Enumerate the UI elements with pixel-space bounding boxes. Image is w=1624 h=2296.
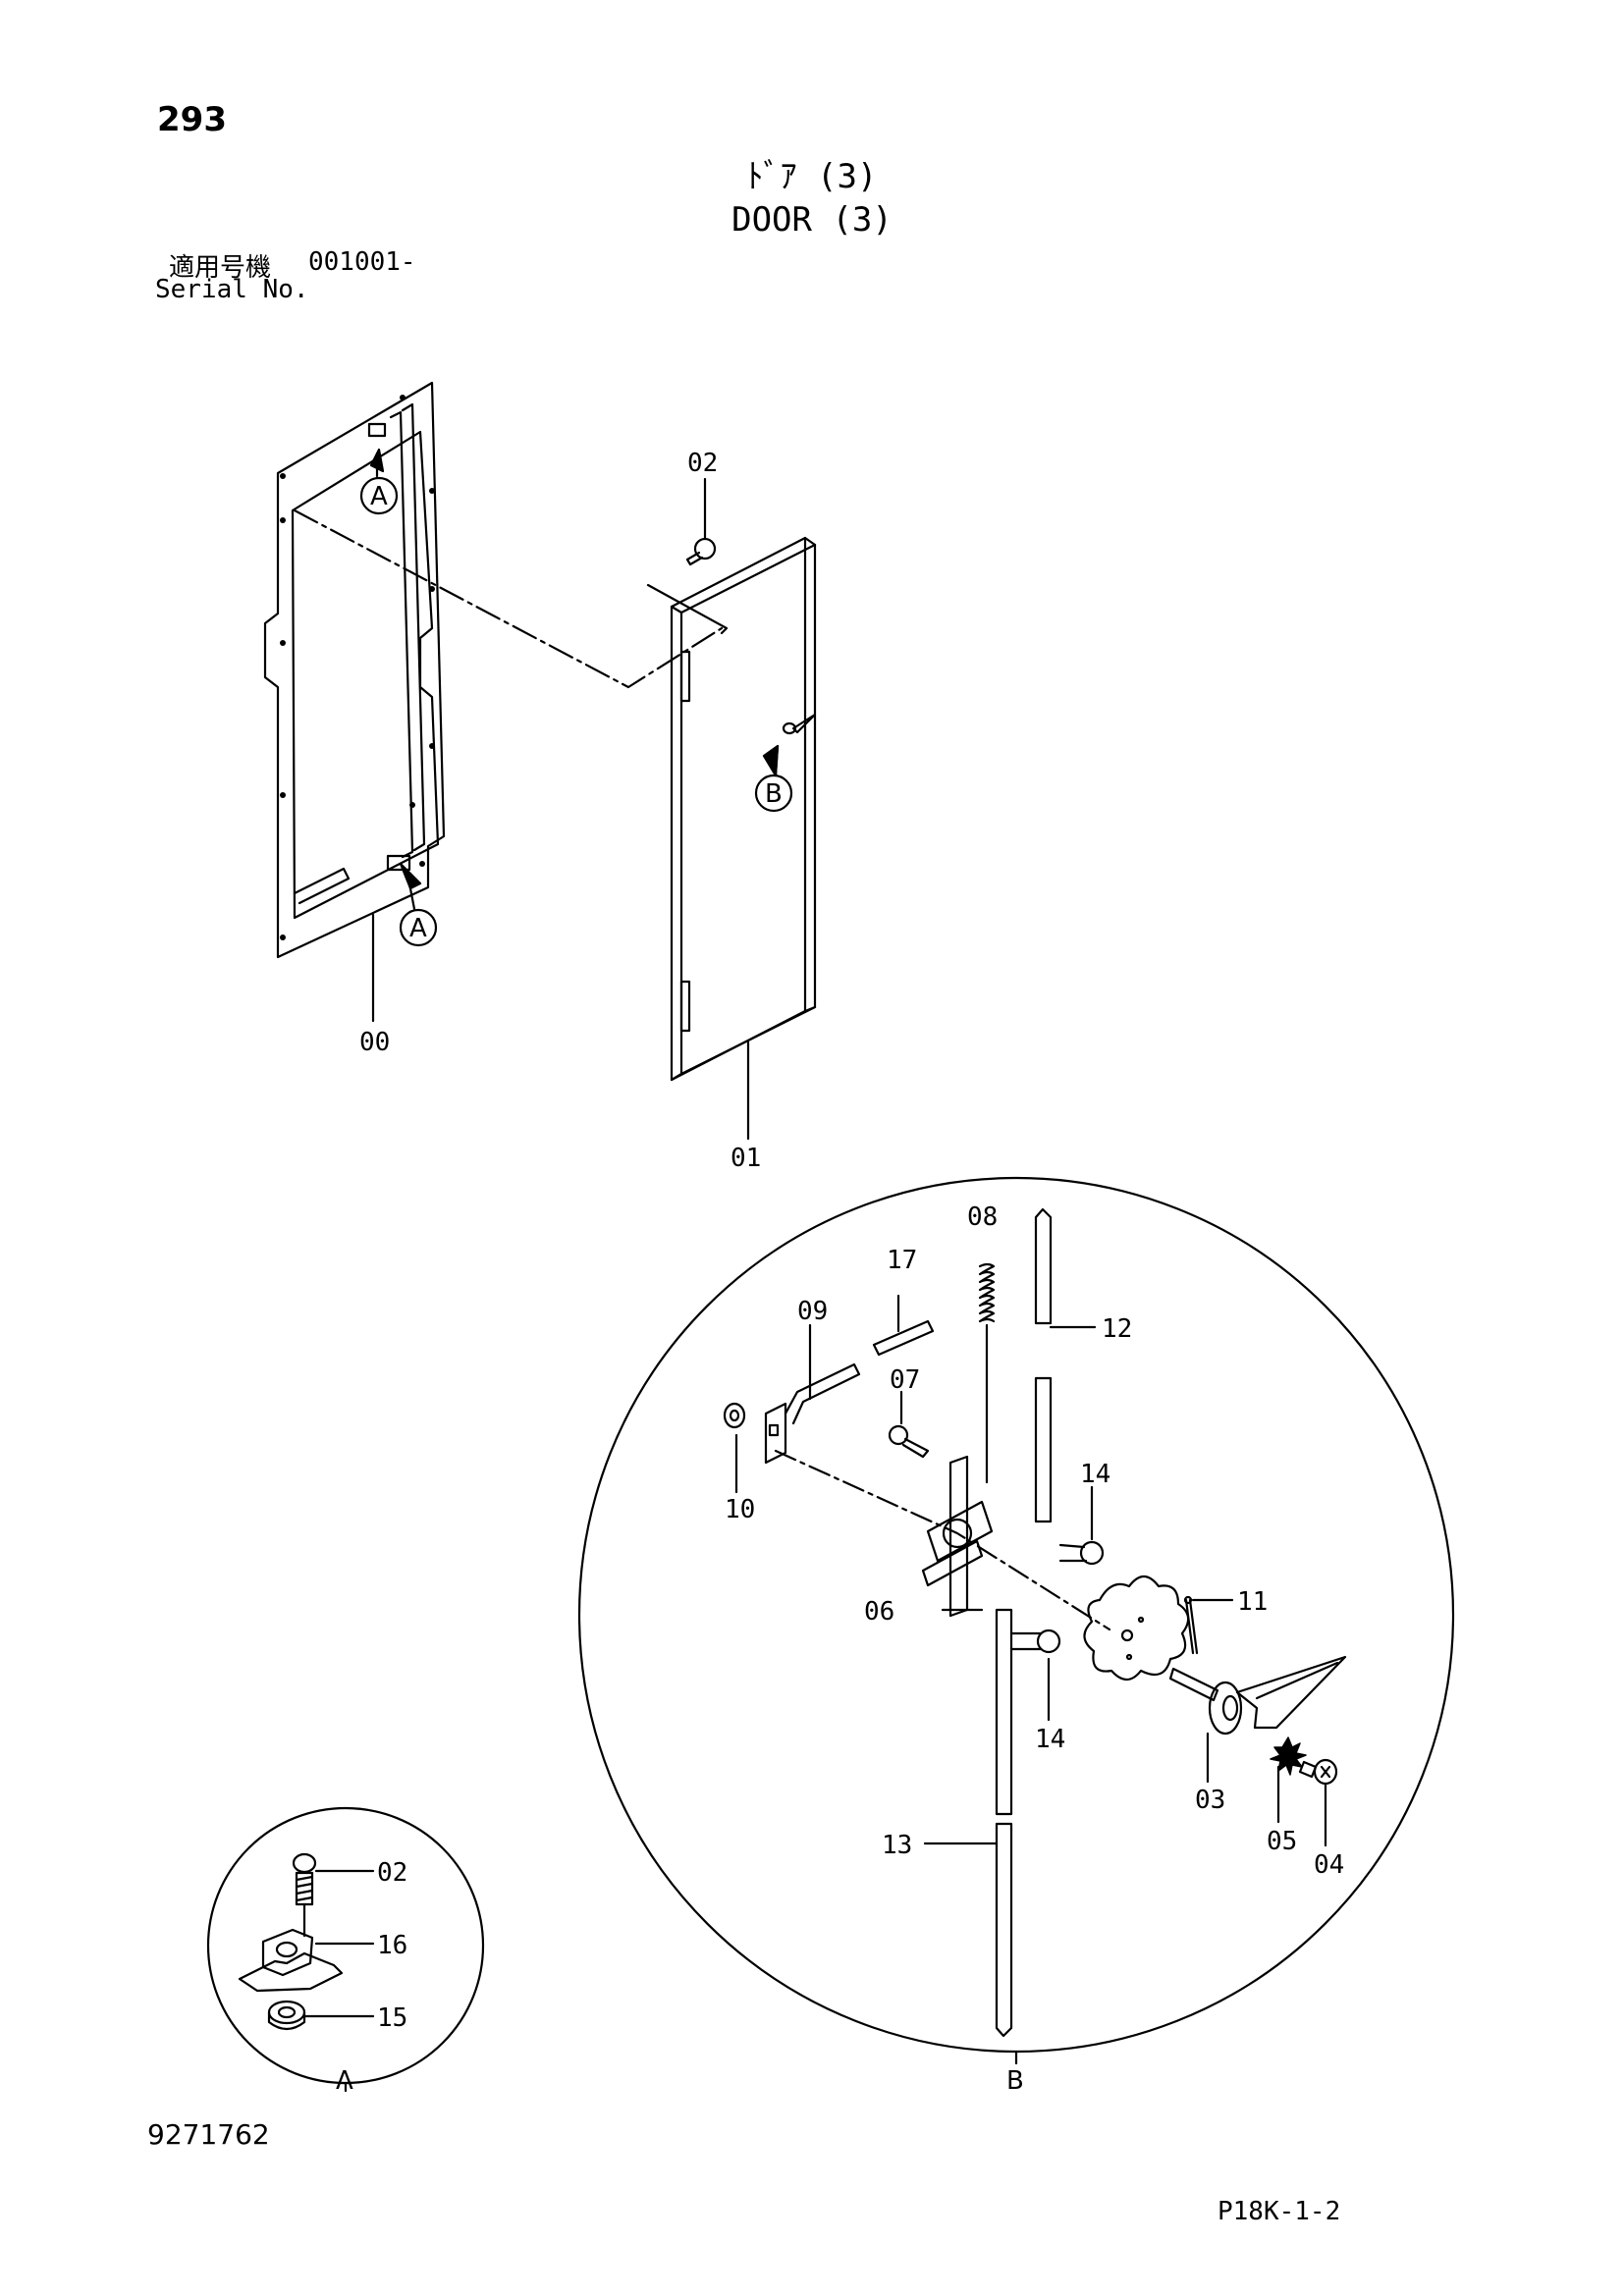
part-label-00: 00 [359, 1028, 390, 1057]
serial-label-english: Serial No. [155, 275, 309, 304]
serial-label-japanese: 適用号機 [169, 253, 272, 283]
callout-markers [359, 448, 793, 947]
serial-range: 001001- [308, 247, 416, 277]
part-label-05: 05 [1267, 1827, 1297, 1856]
callout-b: B [765, 779, 783, 809]
title-japanese: ﾄﾞｱ (3) [746, 157, 878, 196]
part-label-04: 04 [1314, 1850, 1344, 1880]
detail-a-label: A [336, 2066, 353, 2096]
title-english: DOOR (3) [731, 200, 893, 240]
part-label-01: 01 [731, 1144, 761, 1173]
part-label-07: 07 [890, 1365, 920, 1395]
part-label-14-upper: 14 [1080, 1460, 1110, 1489]
door-panel-drawing [646, 477, 817, 1141]
detail-b-circle [577, 1176, 1455, 2054]
part-label-17: 17 [887, 1246, 917, 1275]
part-label-11: 11 [1237, 1587, 1268, 1617]
part-label-09: 09 [797, 1297, 828, 1326]
part-label-03: 03 [1195, 1786, 1225, 1815]
lock-mechanism-drawing [723, 1207, 1347, 2038]
part-label-06: 06 [864, 1597, 894, 1627]
door-frame-drawing [263, 381, 446, 1023]
part-label-14-lower: 14 [1035, 1725, 1065, 1754]
part-label-12: 12 [1102, 1314, 1132, 1344]
part-label-15: 15 [377, 2003, 407, 2033]
part-label-08: 08 [967, 1202, 998, 1232]
callout-a-bottom: A [409, 914, 427, 943]
detail-a-circle [206, 1806, 485, 2085]
part-label-02-detail: 02 [377, 1858, 407, 1888]
part-label-13: 13 [882, 1831, 912, 1860]
callout-letters: A A B A B [336, 482, 1024, 2096]
detail-b-label: B [1006, 2066, 1024, 2096]
hinge-mount-drawing [238, 1852, 375, 2031]
part-label-16: 16 [377, 1931, 407, 1960]
part-label-10: 10 [725, 1495, 755, 1524]
page-number: 293 [157, 100, 227, 139]
part-labels: 00 01 02 08 17 09 12 07 10 14 11 06 14 0… [359, 449, 1344, 2033]
part-label-02: 02 [687, 449, 718, 478]
drawing-number: 9271762 [147, 2118, 270, 2151]
page-code: P18K-1-2 [1218, 2197, 1341, 2226]
callout-a-top: A [370, 482, 388, 511]
